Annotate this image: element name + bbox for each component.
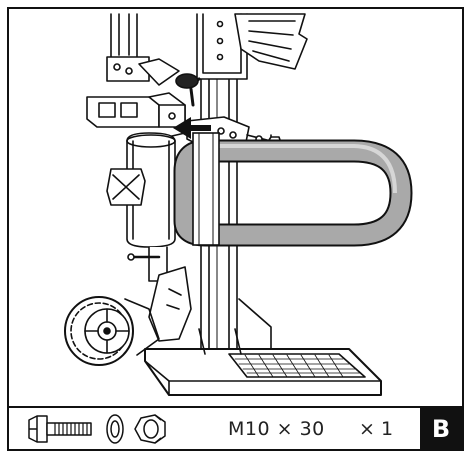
step-badge: B bbox=[420, 408, 462, 449]
instruction-panel: M10 × 30 × 1 B bbox=[7, 7, 464, 451]
hydraulic-cylinder bbox=[126, 132, 176, 248]
parts-bar: M10 × 30 × 1 B bbox=[9, 406, 462, 449]
quantity-label: × 1 bbox=[359, 418, 394, 440]
upper-left-housing bbox=[106, 13, 180, 86]
bolt-spec-label: M10 × 30 bbox=[228, 418, 325, 440]
insert-direction-arrow-icon bbox=[173, 117, 211, 139]
base-plate bbox=[144, 298, 382, 396]
wheel bbox=[64, 296, 160, 366]
lower-mechanism bbox=[127, 246, 192, 342]
valve-block bbox=[86, 92, 186, 140]
hex-nut-icon bbox=[134, 414, 166, 444]
control-knob bbox=[175, 73, 201, 107]
parts-icons bbox=[28, 414, 166, 444]
assembly-illustration bbox=[64, 13, 413, 396]
step-letter: B bbox=[431, 414, 451, 443]
upper-carriage bbox=[196, 13, 248, 80]
handle-bar bbox=[173, 132, 413, 247]
washer-icon bbox=[106, 414, 124, 444]
hex-bolt-icon bbox=[28, 415, 92, 443]
splitting-wedge bbox=[234, 13, 308, 70]
junction-box bbox=[106, 168, 146, 206]
